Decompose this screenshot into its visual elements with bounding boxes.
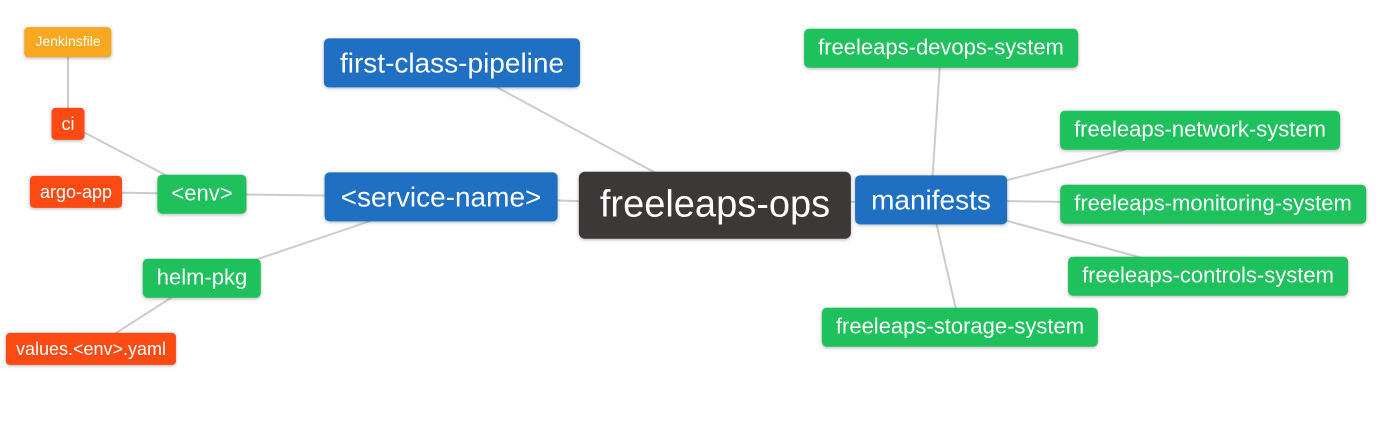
node-ci[interactable]: ci [51, 107, 85, 141]
node-manifests[interactable]: manifests [855, 175, 1007, 225]
node-helm-pkg[interactable]: helm-pkg [142, 258, 262, 298]
node-freeleaps-storage-system[interactable]: freeleaps-storage-system [821, 307, 1099, 347]
node-service-name[interactable]: <service-name> [324, 172, 558, 222]
node-first-class-pipeline[interactable]: first-class-pipeline [323, 38, 581, 88]
edge-manifests--freeleaps-devops-system [930, 47, 942, 201]
node-freeleaps-controls-system[interactable]: freeleaps-controls-system [1068, 256, 1348, 296]
node-argo-app[interactable]: argo-app [29, 175, 123, 209]
node-freeleaps-ops[interactable]: freeleaps-ops [578, 171, 852, 239]
node-values-env-yaml[interactable]: values.<env>.yaml [5, 332, 177, 366]
node-freeleaps-monitoring-system[interactable]: freeleaps-monitoring-system [1060, 184, 1366, 224]
node-freeleaps-devops-system[interactable]: freeleaps-devops-system [804, 28, 1078, 68]
node-jenkinsfile[interactable]: Jenkinsfile [24, 27, 112, 57]
node-freeleaps-network-system[interactable]: freeleaps-network-system [1060, 110, 1340, 150]
node-env[interactable]: <env> [157, 174, 247, 214]
